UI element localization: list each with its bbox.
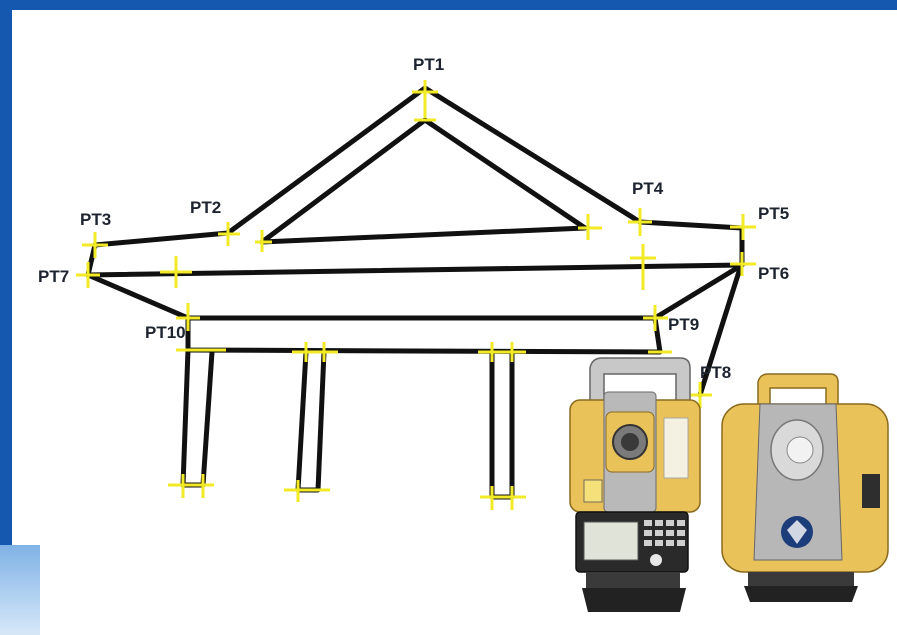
tribrach-right <box>744 586 858 602</box>
logo-mark <box>787 520 807 544</box>
marker-pt2 <box>218 222 272 252</box>
beam-outline <box>185 315 663 355</box>
lens-icon-right <box>786 436 814 464</box>
label-pt7: PT7 <box>38 267 69 286</box>
leg-2 <box>295 349 327 493</box>
marker-pt9 <box>643 305 672 354</box>
label-pt3: PT3 <box>80 210 111 229</box>
tribrach <box>582 588 686 612</box>
marker-pt6 <box>730 252 756 276</box>
instrument-base <box>586 572 680 588</box>
total-station-left <box>569 357 701 612</box>
eave-lower <box>85 262 745 321</box>
corner-gradient <box>0 545 40 635</box>
marker-beam-mid <box>292 342 526 362</box>
label-pt10: PT10 <box>145 323 186 342</box>
beam-wireframe <box>185 315 663 355</box>
label-pt4: PT4 <box>632 179 664 198</box>
roof-inner-triangle <box>259 117 588 245</box>
keypad <box>644 520 685 566</box>
warning-label <box>583 479 603 503</box>
leg-1 <box>180 347 215 488</box>
marker-pt8 <box>688 382 712 408</box>
marker-pt10 <box>176 303 226 352</box>
lcd-display <box>583 521 639 561</box>
label-pt6: PT6 <box>758 264 789 283</box>
marker-leg-feet <box>168 474 526 510</box>
leg-3 <box>489 349 515 500</box>
legs-wireframe <box>180 347 515 500</box>
lens-center <box>621 433 639 451</box>
survey-markers <box>76 80 756 510</box>
total-station-right <box>721 373 889 602</box>
marker-pt4 <box>578 208 656 290</box>
label-pt5: PT5 <box>758 204 789 223</box>
marker-pt7 <box>76 256 192 288</box>
point-labels: PT1 PT2 PT3 PT4 PT5 PT6 PT7 PT8 PT9 PT10 <box>38 55 789 382</box>
instrument-base-right <box>748 572 854 586</box>
side-display-right <box>862 474 880 508</box>
marker-pt3 <box>82 232 108 258</box>
spec-label-plate <box>663 417 689 479</box>
label-pt8: PT8 <box>700 363 731 382</box>
label-pt9: PT9 <box>668 315 699 334</box>
marker-pt5 <box>730 214 756 240</box>
label-pt1: PT1 <box>413 55 444 74</box>
label-pt2: PT2 <box>190 198 221 217</box>
marker-pt1 <box>412 80 438 122</box>
